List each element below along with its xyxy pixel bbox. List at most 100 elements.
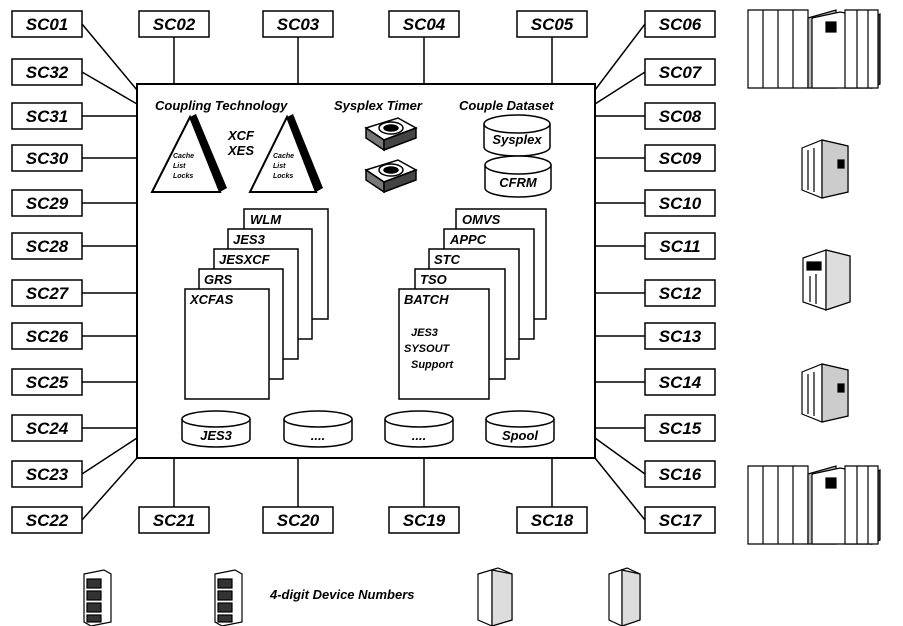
system-box-sc21: SC21 [139, 507, 209, 533]
cpu-complex-icon [748, 10, 880, 88]
xcf-label: XCF [227, 128, 255, 143]
system-label: SC24 [26, 419, 69, 438]
system-label: SC13 [659, 327, 702, 346]
system-box-sc27: SC27 [12, 280, 82, 306]
system-box-sc06: SC06 [645, 11, 715, 37]
system-box-sc28: SC28 [12, 233, 82, 259]
system-box-sc31: SC31 [12, 103, 82, 129]
system-label: SC30 [26, 149, 69, 168]
cf1-list: List [173, 163, 186, 170]
system-label: SC31 [26, 107, 69, 126]
stack-stc: STC [434, 252, 461, 267]
dasd-controller-icon-2 [609, 568, 640, 626]
couple-dataset-sysplex: Sysplex [484, 115, 550, 156]
system-label: SC04 [403, 15, 446, 34]
stack-omvs: OMVS [462, 212, 501, 227]
system-box-sc26: SC26 [12, 323, 82, 349]
dasd-label: .... [412, 428, 426, 443]
tape-unit-icon [803, 250, 850, 310]
system-box-sc11: SC11 [645, 233, 715, 259]
system-label: SC05 [531, 15, 574, 34]
dasd-unit-icon-2 [215, 570, 242, 626]
device-numbers-label: 4-digit Device Numbers [269, 587, 415, 602]
dasd-controller-icon-1 [478, 568, 512, 626]
couple-dataset-cfrm: CFRM [485, 156, 551, 197]
system-box-sc07: SC07 [645, 59, 715, 85]
system-box-sc13: SC13 [645, 323, 715, 349]
system-label: SC18 [531, 511, 574, 530]
shared-dasd-volume: JES3 [182, 411, 250, 447]
system-box-sc01: SC01 [12, 11, 82, 37]
system-label: SC25 [26, 373, 69, 392]
batch-note-2: SYSOUT [404, 343, 451, 355]
cpu-complex-icon-2 [748, 466, 880, 544]
couple-dataset-header: Couple Dataset [459, 98, 554, 113]
system-label: SC09 [659, 149, 702, 168]
system-label: SC15 [659, 419, 702, 438]
system-label: SC20 [277, 511, 320, 530]
system-label: SC17 [659, 511, 703, 530]
xes-label: XES [227, 143, 254, 158]
system-label: SC23 [26, 465, 69, 484]
system-box-sc10: SC10 [645, 190, 715, 216]
cf2-locks: Locks [273, 173, 293, 180]
dasd-unit-icon-1 [84, 570, 111, 626]
system-label: SC22 [26, 511, 69, 530]
system-box-sc18: SC18 [517, 507, 587, 533]
coupling-technology-header: Coupling Technology [155, 98, 288, 113]
system-label: SC21 [153, 511, 196, 530]
sysplex-ds-label: Sysplex [492, 132, 542, 147]
system-box-sc15: SC15 [645, 415, 715, 441]
batch-note-3: Support [411, 359, 454, 371]
stack-grs: GRS [204, 272, 233, 287]
dasd-label: JES3 [200, 428, 233, 443]
system-box-sc25: SC25 [12, 369, 82, 395]
system-box-sc29: SC29 [12, 190, 82, 216]
system-box-sc20: SC20 [263, 507, 333, 533]
system-label: SC08 [659, 107, 702, 126]
cf2-cache: Cache [273, 153, 294, 160]
system-box-sc03: SC03 [263, 11, 333, 37]
system-box-sc17: SC17 [645, 507, 715, 533]
system-label: SC28 [26, 237, 69, 256]
system-label: SC03 [277, 15, 320, 34]
system-label: SC16 [659, 465, 702, 484]
batch-note-1: JES3 [411, 327, 438, 339]
system-label: SC12 [659, 284, 702, 303]
system-label: SC11 [659, 237, 700, 256]
system-label: SC06 [659, 15, 702, 34]
shared-dasd-volume: .... [284, 411, 352, 447]
system-box-sc09: SC09 [645, 145, 715, 171]
system-label: SC19 [403, 511, 446, 530]
system-box-sc23: SC23 [12, 461, 82, 487]
cf1-locks: Locks [173, 173, 193, 180]
system-box-sc12: SC12 [645, 280, 715, 306]
stack-wlm: WLM [250, 212, 282, 227]
system-box-sc04: SC04 [389, 11, 459, 37]
coupling-facility-unit-icon [802, 140, 848, 198]
coupling-facility-unit-icon-2 [802, 364, 848, 422]
system-box-sc08: SC08 [645, 103, 715, 129]
stack-jesxcf: JESXCF [219, 252, 271, 267]
system-label: SC02 [153, 15, 196, 34]
cf2-list: List [273, 163, 286, 170]
shared-dasd-volume: .... [385, 411, 453, 447]
system-label: SC32 [26, 63, 69, 82]
stack-tso: TSO [420, 272, 447, 287]
system-box-sc16: SC16 [645, 461, 715, 487]
system-label: SC10 [659, 194, 702, 213]
dasd-label: Spool [502, 428, 538, 443]
system-label: SC26 [26, 327, 69, 346]
sysplex-timer-header: Sysplex Timer [334, 98, 423, 113]
system-box-sc02: SC02 [139, 11, 209, 37]
system-box-sc22: SC22 [12, 507, 82, 533]
system-box-sc05: SC05 [517, 11, 587, 37]
system-label: SC07 [659, 63, 703, 82]
system-box-sc32: SC32 [12, 59, 82, 85]
system-box-sc30: SC30 [12, 145, 82, 171]
system-label: SC01 [26, 15, 69, 34]
system-label: SC27 [26, 284, 70, 303]
stack-xcfas: XCFAS [189, 292, 234, 307]
shared-dasd-volume: Spool [486, 411, 554, 447]
